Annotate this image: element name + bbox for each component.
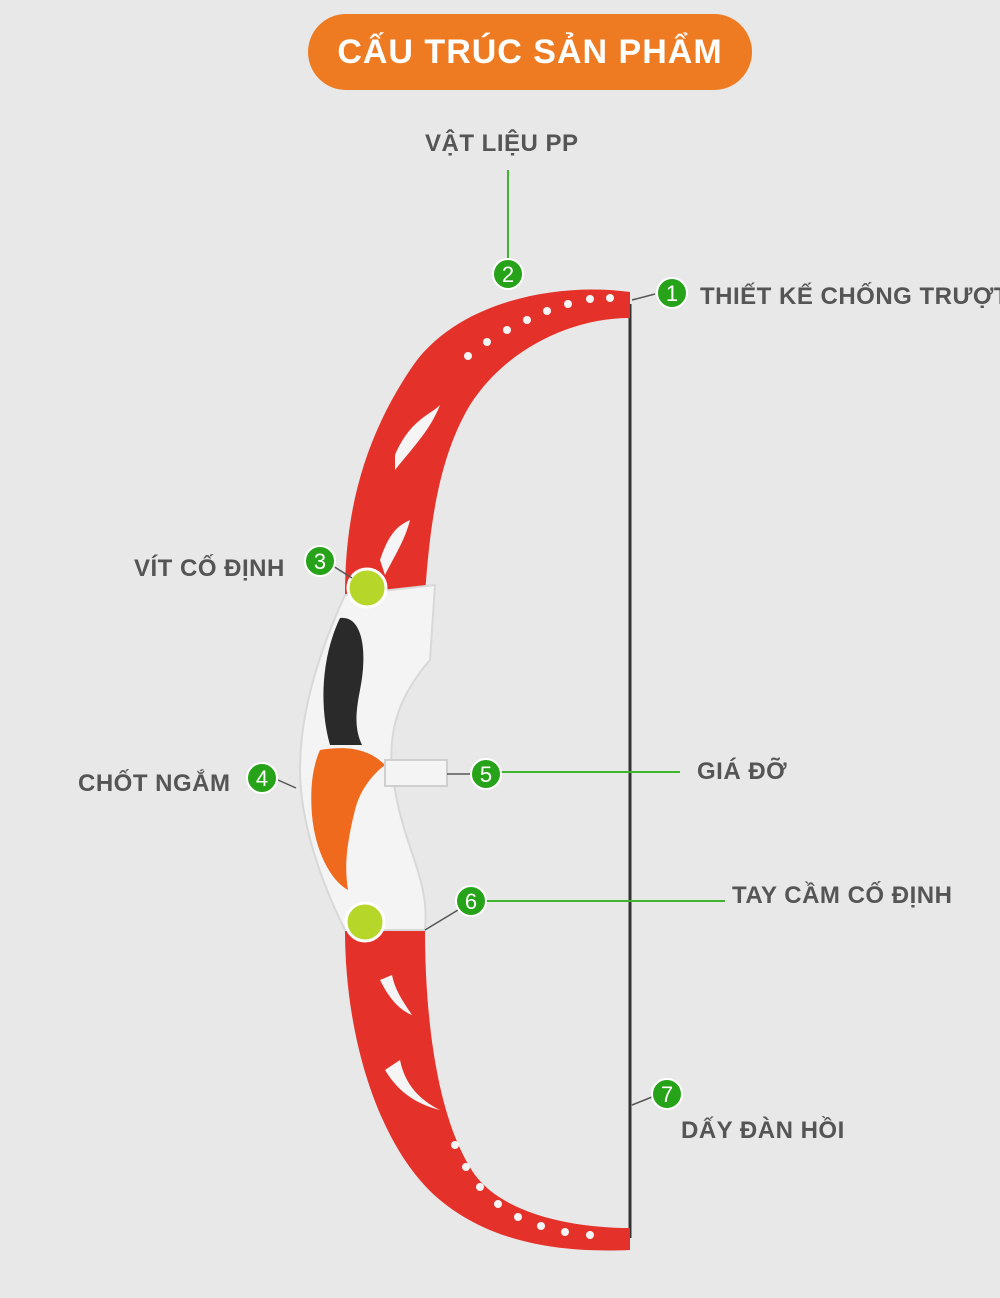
svg-text:7: 7 [661, 1082, 673, 1107]
flame-motif-lower-2 [380, 975, 412, 1015]
label-material: VẬT LIỆU PP [425, 130, 579, 157]
screw-bottom [344, 901, 386, 943]
badge-5: 5 [470, 758, 502, 790]
svg-text:6: 6 [465, 889, 477, 914]
svg-text:4: 4 [256, 766, 268, 791]
lower-limb [345, 930, 630, 1251]
leader-ticks [277, 293, 656, 1106]
badge-1: 1 [656, 277, 688, 309]
arrow-rest [384, 759, 448, 787]
title-banner: CẤU TRÚC SẢN PHẨM [308, 14, 752, 90]
limb-holes-upper [464, 294, 614, 360]
limb-holes-lower [451, 1141, 594, 1239]
flame-motif-upper-2 [380, 520, 410, 575]
upper-limb [345, 289, 630, 595]
sight-piece [311, 748, 385, 890]
badge-3: 3 [304, 545, 336, 577]
label-arrow-rest: GIÁ ĐỠ [697, 758, 788, 785]
label-anti-slip: THIẾT KẾ CHỐNG TRƯỢT [700, 283, 1000, 310]
badge-7: 7 [651, 1078, 683, 1110]
badge-6: 6 [455, 885, 487, 917]
flame-motif-lower [385, 1060, 440, 1110]
svg-text:2: 2 [502, 262, 514, 287]
svg-text:1: 1 [666, 281, 678, 306]
label-fixed-grip: TAY CẦM CỐ ĐỊNH [732, 882, 953, 909]
screw-top [346, 567, 388, 609]
grip-rubber [323, 617, 364, 745]
label-fixing-screw: VÍT CỐ ĐỊNH [134, 555, 285, 582]
page-title: CẤU TRÚC SẢN PHẨM [337, 32, 723, 71]
badge-2: 2 [492, 258, 524, 290]
leader-lines [486, 170, 725, 902]
label-elastic-string: DẤY ĐÀN HỒI [681, 1117, 845, 1144]
svg-text:3: 3 [314, 549, 326, 574]
badge-4: 4 [246, 762, 278, 794]
svg-text:5: 5 [480, 762, 492, 787]
label-sight-pin: CHỐT NGẮM [78, 770, 231, 797]
flame-motif-upper [395, 405, 440, 470]
